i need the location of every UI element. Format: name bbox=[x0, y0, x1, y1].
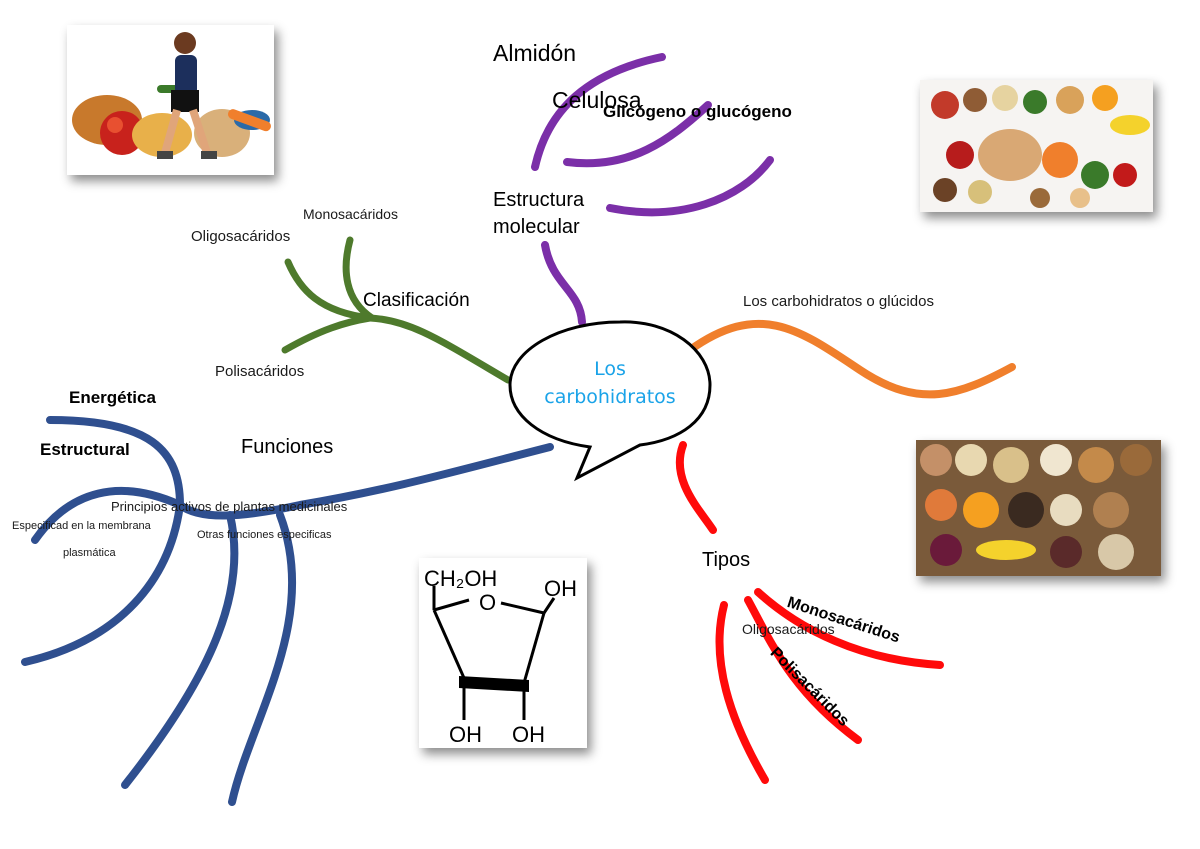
formula-ring-oxygen: O bbox=[479, 590, 496, 615]
clasificacion-branches bbox=[281, 236, 512, 384]
definicion-branch bbox=[686, 319, 1016, 399]
polisacaridos-tipo-branch bbox=[744, 596, 862, 744]
funciones-stem bbox=[176, 443, 554, 520]
healthy-food-image bbox=[920, 80, 1153, 212]
otras-branch bbox=[228, 511, 297, 806]
formula-oh-top-right: OH bbox=[544, 576, 577, 601]
tipos-title: Tipos bbox=[702, 549, 751, 571]
grains-and-fruits-image bbox=[916, 440, 1161, 576]
ring-bond bbox=[433, 598, 470, 612]
estructural-branch bbox=[31, 486, 184, 544]
principios-branch bbox=[121, 511, 239, 789]
definicion-label: Los carbohidratos o glúcidos bbox=[743, 293, 934, 310]
tipos-oligosacaridos-label: Oligosacáridos bbox=[742, 621, 835, 637]
plasmatica-label: plasmática bbox=[63, 547, 116, 559]
estructural-label: Estructural bbox=[40, 440, 130, 459]
oligosacaridos-tipo-branch bbox=[715, 601, 769, 784]
tipos-branches bbox=[675, 441, 944, 784]
especificad-label: Especificad en la membrana bbox=[12, 520, 151, 532]
clasificacion-monosacaridos-label: Monosacáridos bbox=[303, 206, 398, 222]
otras-funciones-label: Otras funciones especificas bbox=[197, 529, 332, 541]
celulosa-branch bbox=[563, 101, 712, 168]
center-topic: Los carbohidratos bbox=[515, 355, 705, 411]
celulosa-label: Celulosa bbox=[552, 87, 642, 113]
clasificacion-stem bbox=[366, 314, 512, 384]
clasificacion-oligosacaridos-label: Oligosacáridos bbox=[191, 228, 291, 245]
ring-bond bbox=[500, 601, 545, 615]
center-topic-line2: carbohidratos bbox=[544, 386, 676, 408]
clasificacion-polisacaridos-label: Polisacáridos bbox=[215, 363, 305, 380]
healthy-food-photo-frame bbox=[920, 80, 1153, 212]
monosacaridos-branch bbox=[342, 236, 376, 322]
ring-bond bbox=[432, 609, 466, 679]
center-topic-line1: Los bbox=[594, 358, 626, 380]
principios-label: Principios activos de plantas medicinale… bbox=[111, 499, 348, 514]
ring-bold-bond bbox=[459, 676, 529, 692]
monosacaridos-tipo-branch bbox=[754, 588, 944, 669]
almidon-branch bbox=[531, 53, 666, 171]
energetica-label: Energética bbox=[69, 388, 156, 407]
photo-artwork bbox=[67, 25, 1161, 576]
ring-bond bbox=[522, 612, 546, 684]
center-bubble bbox=[508, 320, 712, 482]
funciones-title: Funciones bbox=[241, 436, 334, 458]
substituent-bond bbox=[542, 597, 556, 614]
estructura-stem bbox=[541, 241, 586, 326]
polisacaridos-branch bbox=[281, 314, 374, 354]
formula-oh-bottom-left: OH bbox=[449, 722, 482, 747]
runner-with-vegetables-image bbox=[67, 25, 274, 175]
formula-oh-bottom-right: OH bbox=[512, 722, 545, 747]
energetica-branch bbox=[46, 416, 184, 509]
estructura-title-line2: molecular bbox=[493, 216, 580, 238]
runner-photo-frame bbox=[67, 25, 274, 175]
estructura-title-line1: Estructura bbox=[493, 189, 585, 211]
glicogeno-label: Glicógeno o glucógeno bbox=[603, 102, 792, 121]
ribose-structure-image: CH₂OH O OH OH OH bbox=[419, 558, 587, 748]
glicogeno-branch bbox=[606, 156, 774, 217]
grains-photo-frame bbox=[916, 440, 1161, 576]
oligosacaridos-branch bbox=[284, 258, 374, 322]
ribose-photo-frame bbox=[419, 558, 587, 748]
formula-ch2oh: CH₂OH bbox=[424, 566, 497, 591]
clasificacion-title: Clasificación bbox=[363, 290, 470, 311]
estructura-branches bbox=[531, 53, 774, 326]
especificad-branch bbox=[21, 501, 184, 666]
almidon-label: Almidón bbox=[493, 40, 577, 66]
tipos-stem bbox=[675, 441, 717, 534]
funciones-branches bbox=[21, 416, 554, 806]
